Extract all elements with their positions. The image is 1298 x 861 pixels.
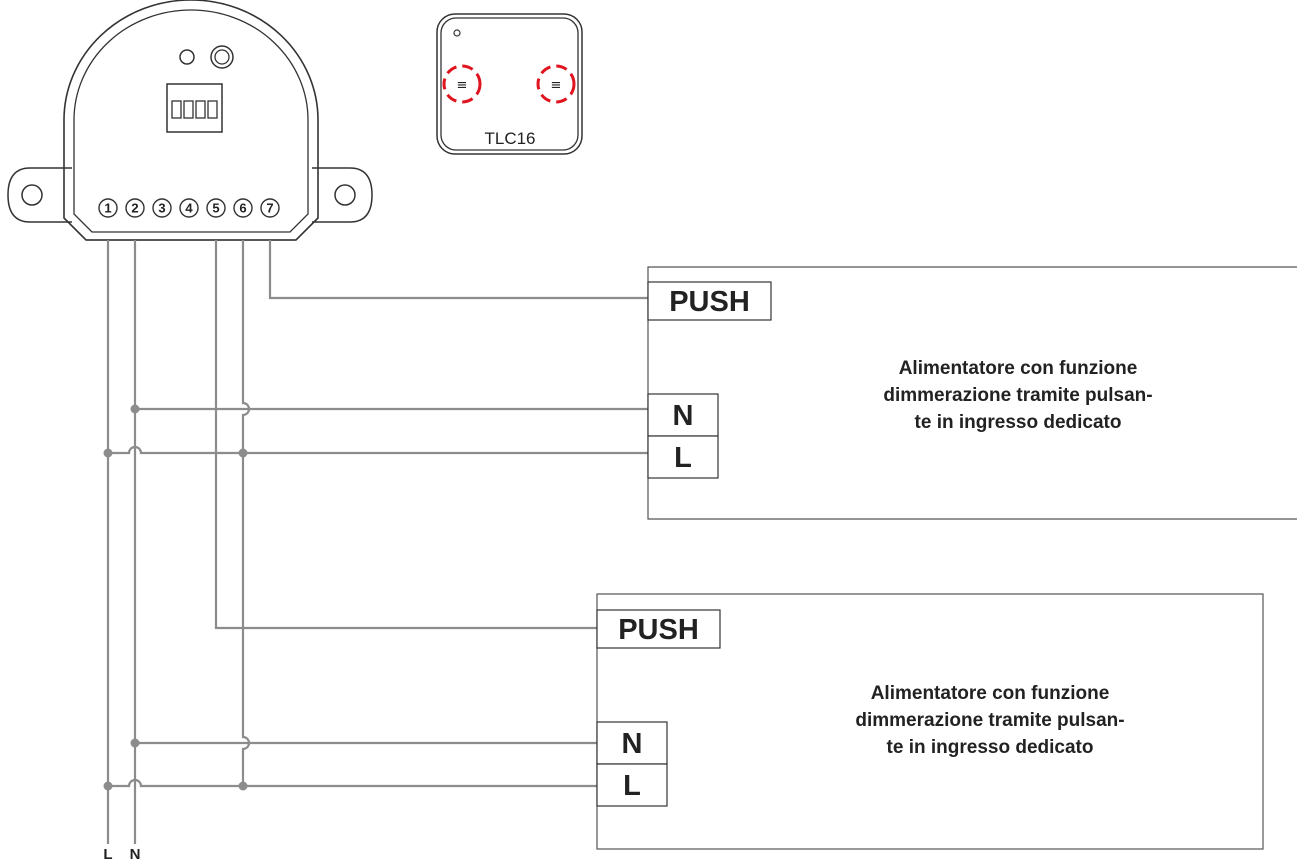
wire-l-driver-1	[108, 445, 648, 455]
right-screw-hole	[334, 184, 356, 206]
driver-1-description-line-2: dimmerazione tramite pulsan-	[883, 385, 1152, 406]
driver-2-push-label: PUSH	[618, 614, 699, 646]
terminal-5-label: 5	[212, 201, 219, 216]
terminal-4-label: 4	[185, 201, 193, 216]
driver-1: PUSH N L Alimentatore con funzione dimme…	[647, 266, 1297, 520]
terminal-1: 1	[98, 198, 118, 218]
junction-dot	[238, 781, 248, 791]
right-mounting-ear	[312, 167, 373, 223]
driver-1-box	[647, 266, 1297, 520]
wire-terminal-6	[241, 240, 251, 786]
driver-2-n-label: N	[622, 728, 643, 760]
remote-button-left[interactable]: ≡	[442, 64, 482, 104]
dip-switch[interactable]	[166, 83, 223, 133]
terminal-4: 4	[179, 198, 199, 218]
terminal-5: 5	[206, 198, 226, 218]
terminal-2-label: 2	[131, 201, 138, 216]
wire-push-1	[268, 240, 648, 300]
mains-n-label: N	[130, 846, 141, 861]
junction-dot	[130, 404, 140, 414]
driver-2-n-terminal	[596, 721, 668, 765]
driver-2-push-terminal	[596, 609, 721, 649]
driver-2-description-line-2: dimmerazione tramite pulsan-	[855, 710, 1124, 731]
remote-button-right-icon: ≡	[551, 78, 562, 93]
terminal-7-label: 7	[266, 201, 273, 216]
remote-button-left-icon: ≡	[457, 78, 468, 93]
driver-1-push-terminal	[647, 281, 772, 321]
driver-2-l-label: L	[623, 770, 641, 802]
driver-1-push-label: PUSH	[669, 286, 750, 318]
driver-2-l-terminal	[596, 763, 668, 807]
driver-1-n-terminal	[647, 393, 719, 437]
terminal-6: 6	[233, 198, 253, 218]
driver-2: PUSH N L Alimentatore con funzione dimme…	[596, 593, 1264, 850]
driver-1-description-line-1: Alimentatore con funzione	[899, 358, 1138, 379]
driver-2-description-line-3: te in ingresso dedicato	[887, 737, 1094, 758]
program-button[interactable]	[210, 45, 234, 69]
driver-2-description-line-1: Alimentatore con funzione	[871, 683, 1110, 704]
wire-l-driver-2	[108, 778, 597, 788]
remote-button-right[interactable]: ≡	[536, 64, 576, 104]
controller-body	[63, 0, 319, 241]
terminal-7: 7	[260, 198, 280, 218]
controller-inner-outline	[73, 9, 309, 233]
terminal-1-label: 1	[104, 201, 111, 216]
remote-led	[453, 29, 461, 37]
left-mounting-ear	[7, 167, 72, 223]
terminal-3-label: 3	[158, 201, 165, 216]
driver-1-l-terminal	[647, 435, 719, 479]
controller-device: 1 2 3 4 5 6 7	[7, 0, 373, 241]
wires	[103, 240, 648, 844]
driver-1-n-label: N	[673, 400, 694, 432]
junction-dot	[103, 781, 113, 791]
junction-dot	[103, 448, 113, 458]
remote-control: ≡ ≡ TLC16	[436, 13, 583, 155]
terminal-3: 3	[152, 198, 172, 218]
mains-l-label: L	[103, 846, 112, 861]
driver-1-l-label: L	[674, 442, 692, 474]
wire-push-2	[214, 240, 597, 630]
junction-dot	[238, 448, 248, 458]
terminal-numbers: 1 2 3 4 5 6 7	[98, 198, 280, 218]
led-indicator	[179, 49, 195, 65]
driver-1-description-line-3: te in ingresso dedicato	[915, 412, 1122, 433]
remote-model-label: TLC16	[484, 129, 535, 148]
junction-dot	[130, 738, 140, 748]
terminal-6-label: 6	[239, 201, 246, 216]
left-screw-hole	[21, 184, 43, 206]
terminal-2: 2	[125, 198, 145, 218]
